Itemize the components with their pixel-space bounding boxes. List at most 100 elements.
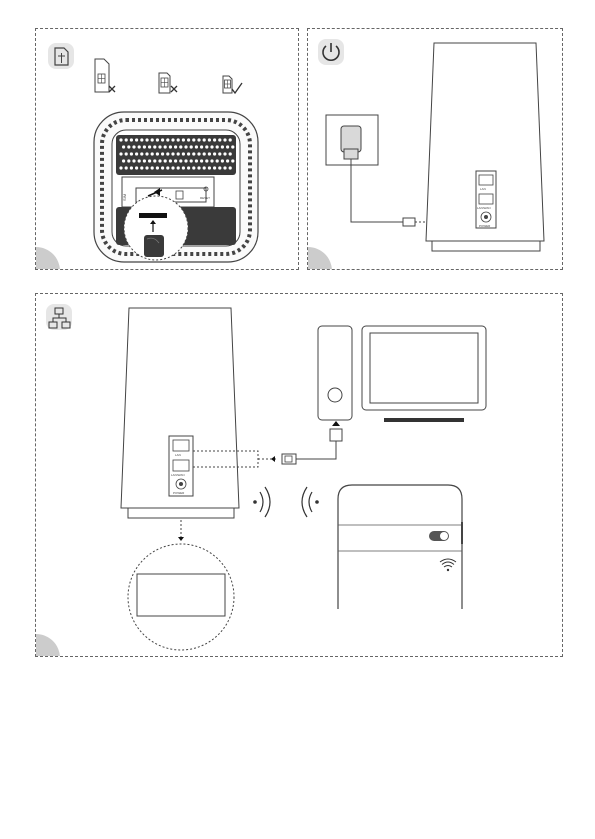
port-label-lan-wan: LAN/WAN	[171, 473, 185, 477]
vent-hole	[174, 159, 177, 162]
vent-hole	[158, 159, 161, 162]
vent-hole	[179, 145, 182, 148]
computer-tower	[318, 326, 352, 420]
vent-hole	[221, 159, 224, 162]
port-label-lan: LAN	[175, 453, 181, 457]
vent-hole	[132, 145, 135, 148]
vent-hole	[145, 138, 148, 141]
vent-hole	[122, 145, 125, 148]
vent-hole	[135, 166, 138, 169]
vent-hole	[231, 159, 234, 162]
vent-hole	[192, 152, 195, 155]
vent-hole	[158, 145, 161, 148]
vent-hole	[203, 166, 206, 169]
vent-hole	[156, 138, 159, 141]
computer-monitor	[362, 326, 486, 422]
vent-hole	[205, 159, 208, 162]
vent-hole	[135, 138, 138, 141]
port-label-lan: LAN	[480, 187, 486, 191]
vent-hole	[130, 166, 133, 169]
vent-hole	[174, 145, 177, 148]
vent-hole	[177, 152, 180, 155]
vent-hole	[125, 166, 128, 169]
sim-card-icon	[48, 43, 74, 69]
vent-hole	[140, 138, 143, 141]
vent-hole	[179, 159, 182, 162]
vent-hole	[231, 145, 234, 148]
wrong-mark-icon	[109, 86, 115, 92]
vent-hole	[187, 138, 190, 141]
vent-hole	[210, 145, 213, 148]
vent-hole	[125, 138, 128, 141]
vent-hole	[156, 166, 159, 169]
vent-hole	[127, 145, 130, 148]
vent-hole	[195, 145, 198, 148]
vent-hole	[213, 166, 216, 169]
vent-hole	[166, 152, 169, 155]
vent-hole	[213, 152, 216, 155]
vent-hole	[187, 152, 190, 155]
vent-hole	[216, 145, 219, 148]
sim-panel: RESET SIM	[35, 28, 299, 270]
vent-hole	[119, 166, 122, 169]
vent-hole	[210, 159, 213, 162]
vent-hole	[195, 159, 198, 162]
vent-hole	[148, 145, 151, 148]
vent-hole	[119, 138, 122, 141]
wifi-toggle[interactable]	[429, 531, 449, 541]
vent-hole	[130, 152, 133, 155]
svg-text:SIM: SIM	[122, 194, 127, 201]
vent-hole	[169, 159, 172, 162]
vent-hole	[203, 138, 206, 141]
vent-hole	[138, 145, 141, 148]
device-label-zoom	[128, 544, 234, 650]
vent-hole	[153, 159, 156, 162]
vent-hole	[229, 152, 232, 155]
vent-hole	[197, 152, 200, 155]
router: LAN LAN/WAN POWER	[121, 308, 239, 518]
vent-hole	[171, 138, 174, 141]
vent-hole	[208, 138, 211, 141]
wrong-mark-icon	[171, 86, 177, 92]
vent-hole	[229, 138, 232, 141]
vent-hole	[213, 138, 216, 141]
nano-sim-icon	[223, 76, 232, 93]
micro-sim-icon	[159, 73, 170, 93]
vent-hole	[184, 145, 187, 148]
vent-hole	[153, 145, 156, 148]
vent-hole	[216, 159, 219, 162]
vent-hole	[177, 138, 180, 141]
vent-hole	[171, 166, 174, 169]
vent-hole	[177, 166, 180, 169]
vent-hole	[166, 166, 169, 169]
vent-hole	[197, 138, 200, 141]
vent-hole	[166, 138, 169, 141]
vent-hole	[169, 145, 172, 148]
vent-hole	[223, 152, 226, 155]
sim-slot-zoom	[124, 196, 188, 260]
vent-hole	[184, 159, 187, 162]
vent-hole	[161, 138, 164, 141]
vent-hole	[182, 138, 185, 141]
vent-hole	[221, 145, 224, 148]
vent-hole	[145, 166, 148, 169]
vent-hole	[192, 138, 195, 141]
vent-hole	[143, 159, 146, 162]
vent-hole	[200, 159, 203, 162]
power-cable	[351, 159, 403, 222]
check-mark-icon	[232, 83, 242, 93]
vent-hole	[218, 152, 221, 155]
ethernet-cable	[296, 439, 336, 459]
vent-hole	[148, 159, 151, 162]
vent-hole	[143, 145, 146, 148]
step-corner	[36, 634, 60, 657]
step-corner	[36, 247, 60, 270]
vent-hole	[226, 159, 229, 162]
vent-hole	[190, 159, 193, 162]
vent-hole	[229, 166, 232, 169]
vent-hole	[190, 145, 193, 148]
vent-hole	[218, 138, 221, 141]
power-icon	[318, 39, 344, 65]
vent-hole	[122, 159, 125, 162]
vent-hole	[171, 152, 174, 155]
